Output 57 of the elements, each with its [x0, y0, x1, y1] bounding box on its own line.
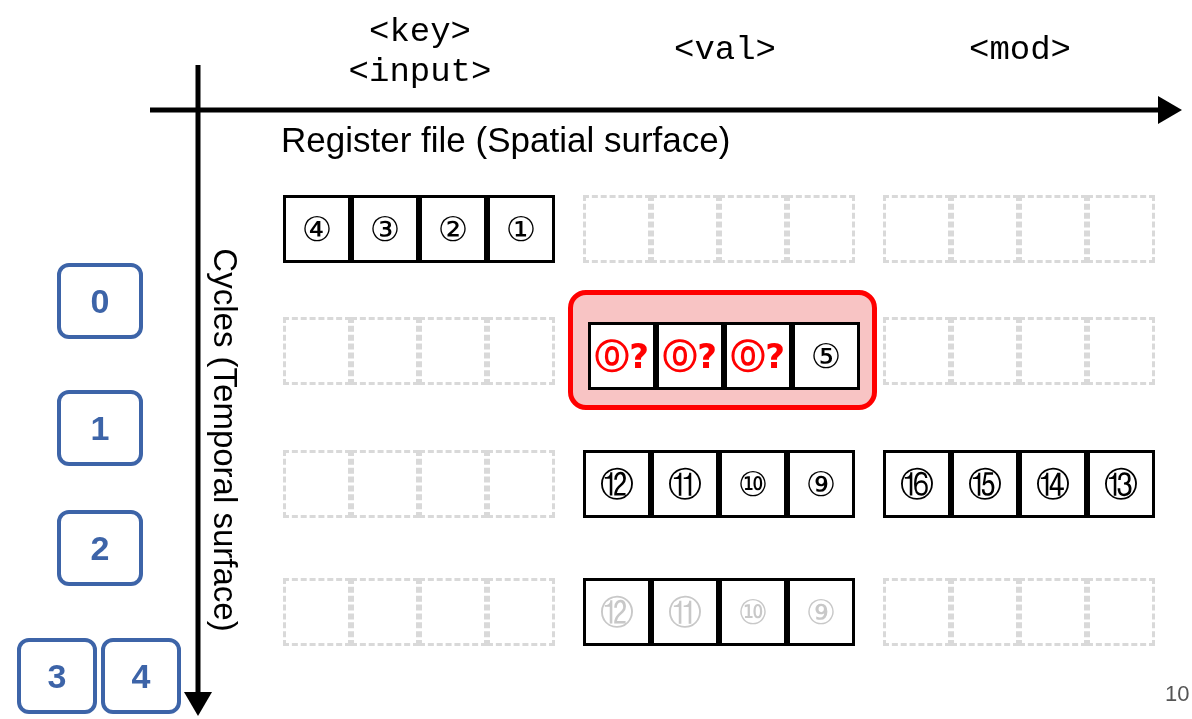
empty-register-cell: [883, 578, 951, 646]
register-cell: ①: [487, 195, 555, 263]
empty-register-cell: [283, 317, 351, 385]
cycle-badge: 0: [57, 263, 143, 339]
register-cell: ②: [419, 195, 487, 263]
register-cell: ⑫: [583, 450, 651, 518]
empty-register-cell: [1087, 195, 1155, 263]
empty-register-cell: [651, 195, 719, 263]
register-cell: ⑨: [787, 450, 855, 518]
register-cell: ④: [283, 195, 351, 263]
empty-register-cell: [719, 195, 787, 263]
register-cell: ⑮: [951, 450, 1019, 518]
cycle-badge: 4: [101, 638, 181, 714]
empty-register-cell: [951, 195, 1019, 263]
register-cell: ⑪: [651, 450, 719, 518]
register-cell: ⓪?: [724, 322, 792, 390]
empty-register-cell: [283, 450, 351, 518]
register-cell: ⑩: [719, 450, 787, 518]
column-header: <val>: [673, 30, 777, 70]
empty-register-cell: [1087, 578, 1155, 646]
empty-register-cell: [883, 317, 951, 385]
empty-register-cell: [487, 450, 555, 518]
register-cell: ⑤: [792, 322, 860, 390]
empty-register-cell: [1087, 317, 1155, 385]
empty-register-cell: [583, 195, 651, 263]
column-header: <mod>: [968, 30, 1072, 70]
cycle-badge: 2: [57, 510, 143, 586]
empty-register-cell: [787, 195, 855, 263]
empty-register-cell: [1019, 578, 1087, 646]
empty-register-cell: [883, 195, 951, 263]
empty-register-cell: [1019, 317, 1087, 385]
register-cell: ⑯: [883, 450, 951, 518]
empty-register-cell: [419, 317, 487, 385]
empty-register-cell: [487, 578, 555, 646]
empty-register-cell: [951, 578, 1019, 646]
register-cell: ⑭: [1019, 450, 1087, 518]
empty-register-cell: [419, 578, 487, 646]
empty-register-cell: [283, 578, 351, 646]
axis-label: Register file (Spatial surface): [281, 119, 731, 161]
register-cell: ⑬: [1087, 450, 1155, 518]
empty-register-cell: [487, 317, 555, 385]
cycle-badge: 3: [17, 638, 97, 714]
highlight-box: [568, 290, 877, 410]
empty-register-cell: [419, 450, 487, 518]
register-cell: ⓪?: [588, 322, 656, 390]
empty-register-cell: [351, 450, 419, 518]
empty-register-cell: [351, 578, 419, 646]
register-cell: ③: [351, 195, 419, 263]
empty-register-cell: [1019, 195, 1087, 263]
cycle-badge: 1: [57, 390, 143, 466]
column-header: <input>: [347, 52, 493, 92]
column-header: <key>: [368, 12, 472, 52]
empty-register-cell: [351, 317, 419, 385]
empty-register-cell: [951, 317, 1019, 385]
register-cell: ⓪?: [656, 322, 724, 390]
axis-label: Cycles (Temporal surface): [206, 247, 245, 634]
page-number: 10: [1165, 680, 1190, 708]
